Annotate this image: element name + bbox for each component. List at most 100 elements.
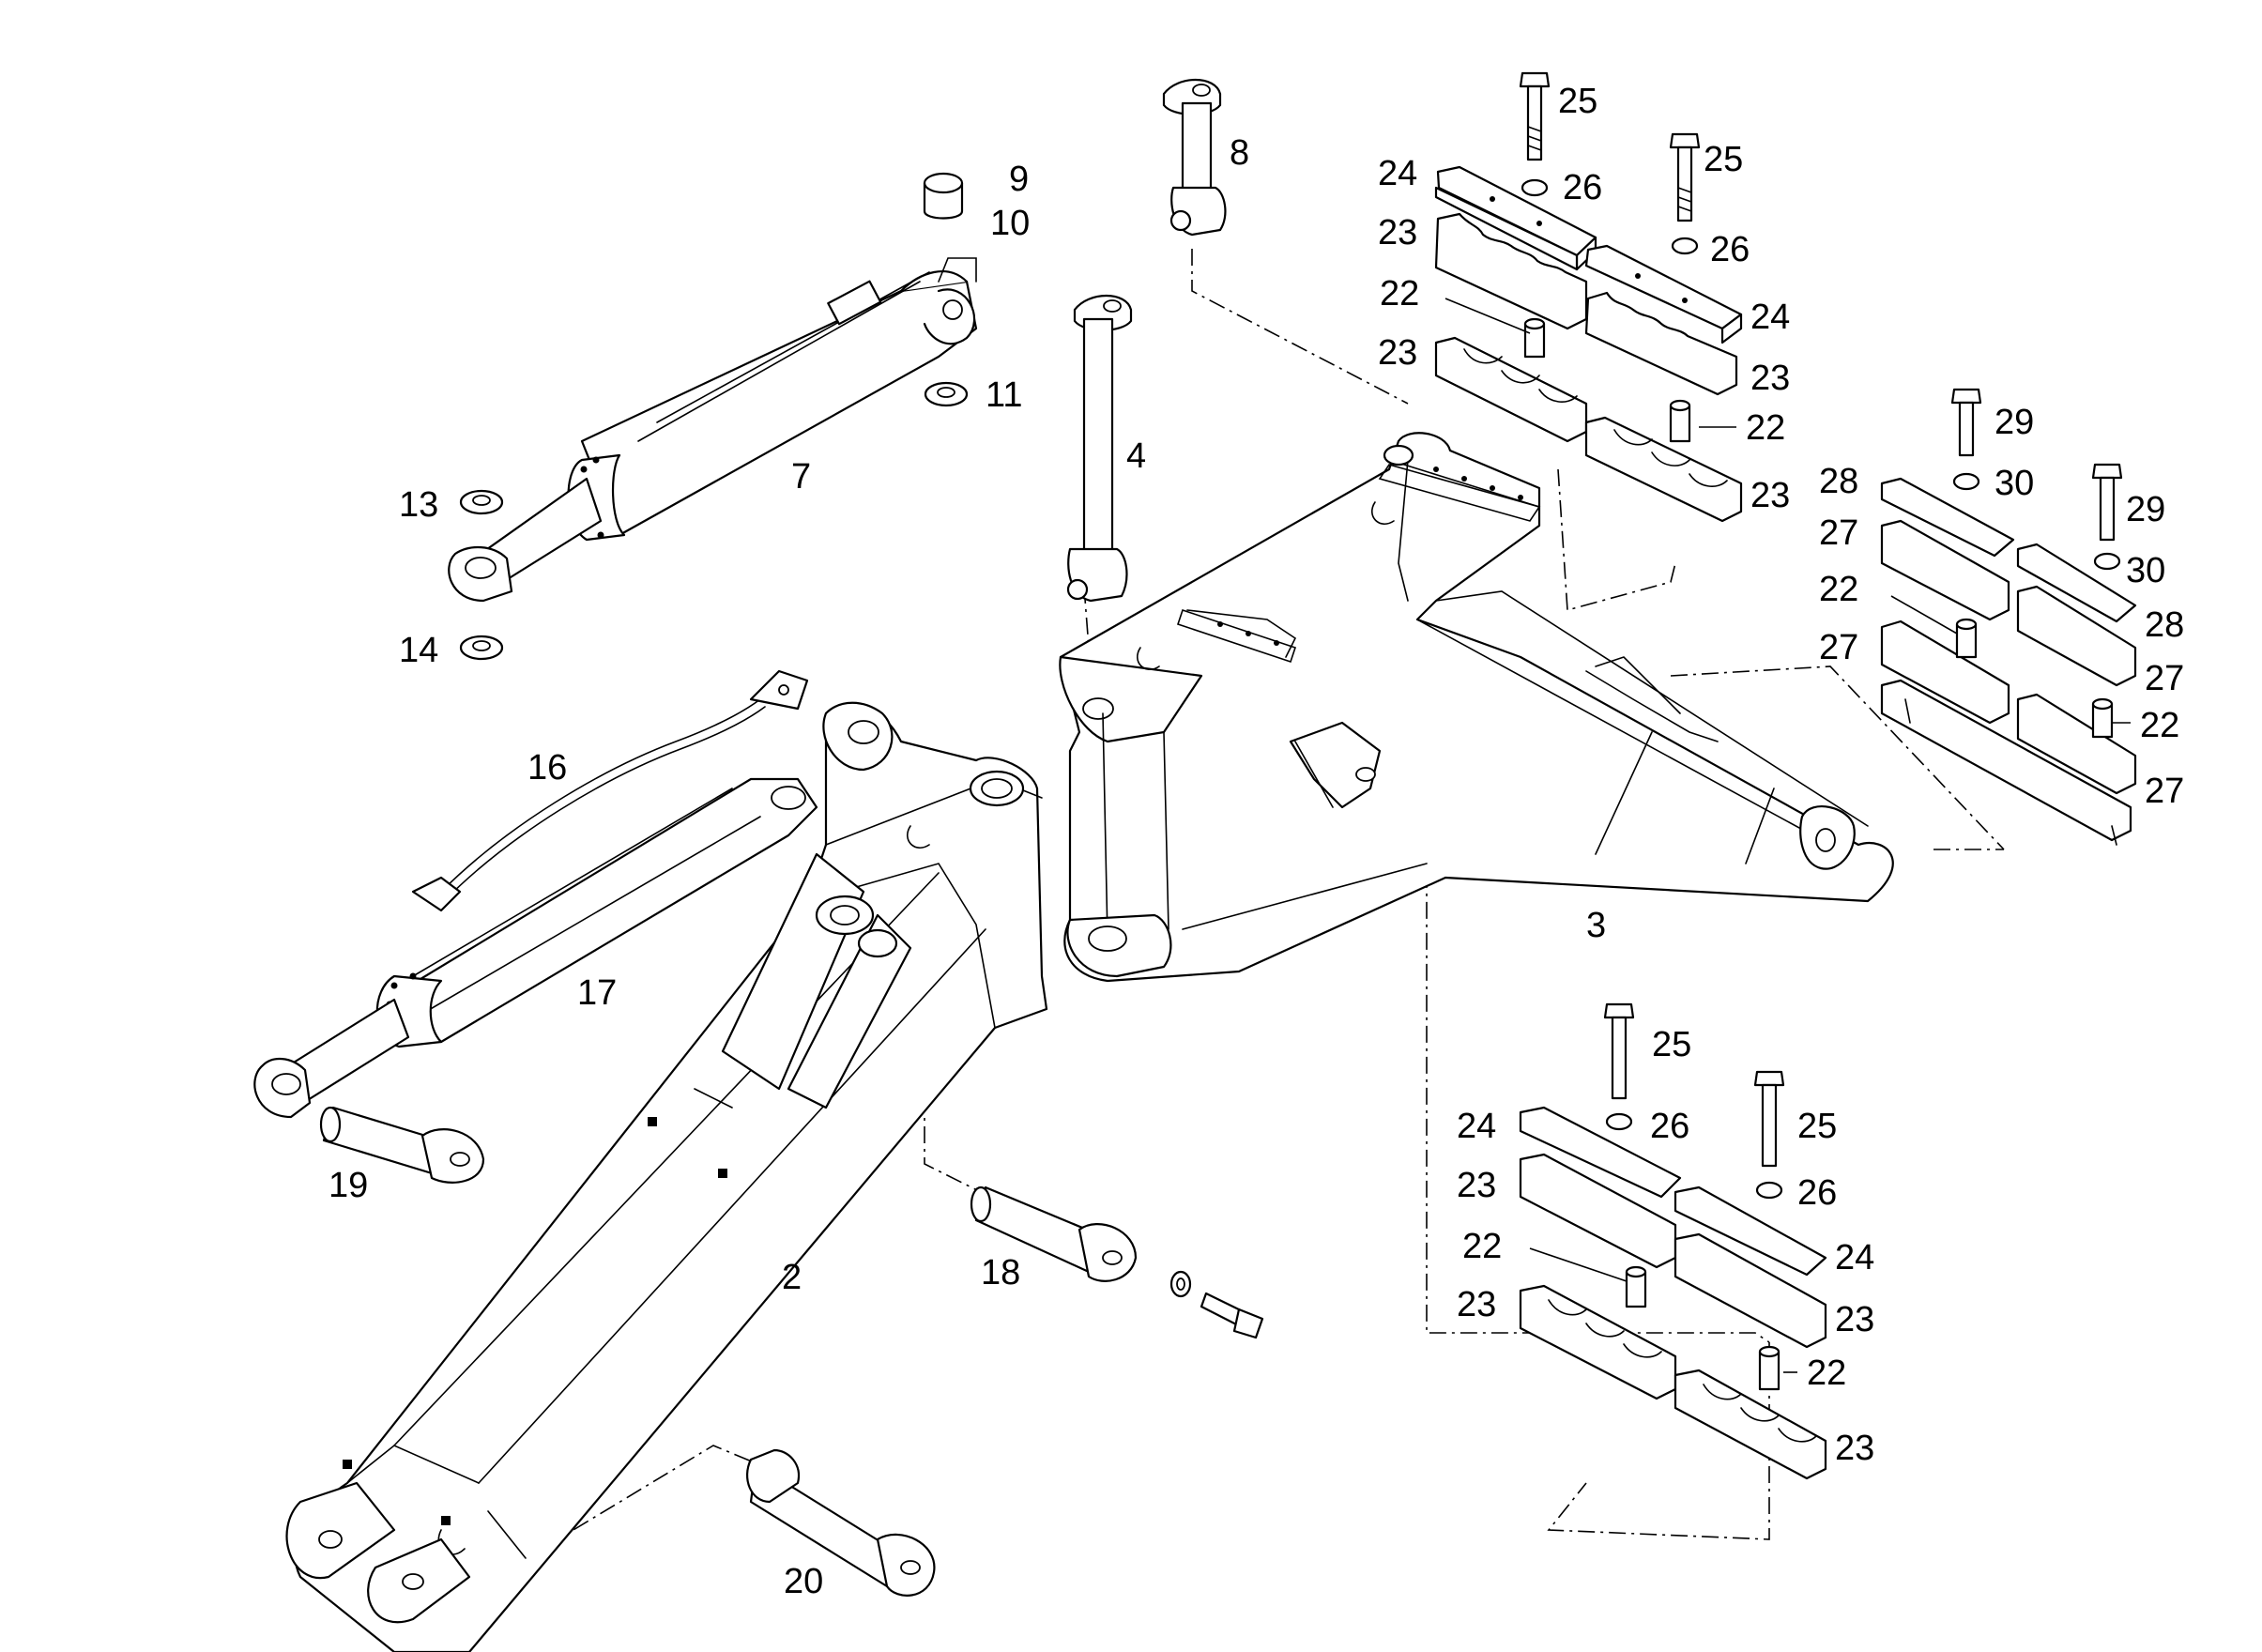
pin-20 bbox=[746, 1448, 936, 1597]
callout-13: 13 bbox=[399, 485, 438, 525]
clamp-23-c bbox=[1434, 336, 1588, 443]
clamp-27-c bbox=[1880, 620, 2010, 725]
pin-18 bbox=[970, 1185, 1264, 1339]
callout-28-a: 28 bbox=[1819, 462, 1858, 501]
bolt-25-b bbox=[1669, 132, 1701, 222]
callout-29-a: 29 bbox=[1995, 403, 2034, 442]
hose-16 bbox=[411, 669, 809, 912]
clamp-23-d bbox=[1584, 416, 1743, 523]
callout-26-c: 26 bbox=[1650, 1107, 1689, 1146]
washer-26-a bbox=[1521, 178, 1549, 197]
callout-9: 9 bbox=[1009, 160, 1029, 199]
callout-23-e: 23 bbox=[1457, 1166, 1496, 1205]
callout-20: 20 bbox=[784, 1562, 823, 1601]
clamp-group-right bbox=[1880, 388, 2137, 846]
washer-26-d bbox=[1755, 1181, 1783, 1200]
callout-7: 7 bbox=[791, 457, 811, 497]
washer-11 bbox=[924, 381, 969, 407]
callout-30-b: 30 bbox=[2126, 551, 2165, 590]
clamp-group-lower bbox=[1519, 1002, 1827, 1480]
clamp-27-d bbox=[2016, 693, 2137, 795]
callout-18: 18 bbox=[981, 1253, 1020, 1293]
callout-23-g: 23 bbox=[1835, 1300, 1874, 1339]
callout-29-b: 29 bbox=[2126, 490, 2165, 529]
callout-22-f: 22 bbox=[1807, 1354, 1846, 1393]
callout-27-d: 27 bbox=[2145, 772, 2184, 811]
callout-23-c: 23 bbox=[1750, 359, 1790, 398]
spacer-22-f bbox=[1758, 1345, 1781, 1391]
callout-4: 4 bbox=[1126, 436, 1146, 476]
callout-24-b: 24 bbox=[1750, 298, 1790, 337]
washer-30-b bbox=[2093, 552, 2121, 571]
callout-27-b: 27 bbox=[1819, 628, 1858, 667]
spacer-22-c bbox=[1955, 618, 1978, 659]
callout-23-h: 23 bbox=[1835, 1429, 1874, 1468]
spacer-22-a bbox=[1523, 317, 1546, 359]
callout-25-c: 25 bbox=[1652, 1025, 1691, 1064]
clamp-23-f bbox=[1674, 1232, 1827, 1349]
washer-14 bbox=[459, 635, 504, 661]
bolt-29-b bbox=[2091, 463, 2123, 542]
plate-24-c bbox=[1519, 1106, 1682, 1199]
callout-17: 17 bbox=[577, 973, 617, 1013]
callout-24-a: 24 bbox=[1378, 154, 1417, 193]
callout-22-a: 22 bbox=[1380, 274, 1419, 314]
callout-26-b: 26 bbox=[1710, 230, 1750, 269]
callout-22-b: 22 bbox=[1746, 408, 1785, 448]
clamp-27-a bbox=[1880, 519, 2010, 621]
cylinder-17 bbox=[253, 777, 818, 1119]
callout-24-d: 24 bbox=[1835, 1238, 1874, 1277]
pin-4 bbox=[1066, 294, 1133, 603]
pin-19 bbox=[319, 1106, 485, 1184]
callout-24-c: 24 bbox=[1457, 1107, 1496, 1146]
callout-11: 11 bbox=[986, 375, 1022, 415]
callout-23-a: 23 bbox=[1378, 213, 1417, 252]
callout-23-f: 23 bbox=[1457, 1285, 1496, 1324]
callout-23-d: 23 bbox=[1750, 476, 1790, 515]
plate-24-d bbox=[1674, 1185, 1827, 1277]
callout-25-b: 25 bbox=[1704, 140, 1743, 179]
callout-25-d: 25 bbox=[1797, 1107, 1837, 1146]
clamp-27-e bbox=[1880, 679, 2132, 842]
clamp-23-g bbox=[1519, 1284, 1677, 1400]
callout-22-c: 22 bbox=[1819, 570, 1858, 609]
callout-10: 10 bbox=[990, 204, 1030, 243]
callout-26-a: 26 bbox=[1563, 168, 1602, 207]
boom-3-top-plates bbox=[1176, 464, 1541, 664]
plate-28-b bbox=[2016, 543, 2137, 623]
callout-8: 8 bbox=[1230, 133, 1249, 173]
callout-27-c: 27 bbox=[2145, 659, 2184, 698]
washer-13 bbox=[459, 489, 504, 515]
arm-2 bbox=[285, 701, 1048, 1652]
leader-lines bbox=[1444, 298, 2131, 1373]
callout-numbers: 9 10 11 7 13 14 16 17 19 2 18 20 8 4 3 2… bbox=[329, 82, 2184, 1601]
pin-8 bbox=[1162, 78, 1227, 237]
callout-27-a: 27 bbox=[1819, 513, 1858, 553]
spacer-22-b bbox=[1669, 399, 1691, 443]
callout-30-a: 30 bbox=[1995, 464, 2034, 503]
callout-25-a: 25 bbox=[1558, 82, 1597, 121]
callout-19: 19 bbox=[329, 1166, 368, 1205]
clamp-group-top bbox=[1434, 71, 1743, 523]
callout-3: 3 bbox=[1586, 906, 1606, 945]
callout-26-d: 26 bbox=[1797, 1173, 1837, 1213]
plate-28-a bbox=[1880, 477, 2015, 558]
washer-30-a bbox=[1952, 472, 1980, 491]
washer-26-b bbox=[1671, 237, 1699, 255]
bolt-25-a bbox=[1519, 71, 1551, 161]
callout-23-b: 23 bbox=[1378, 333, 1417, 373]
callout-28-b: 28 bbox=[2145, 605, 2184, 645]
bolt-29-a bbox=[1950, 388, 1982, 457]
cylinder-7 bbox=[448, 257, 978, 603]
clamp-27-b bbox=[2016, 585, 2137, 687]
bolt-25-d bbox=[1753, 1070, 1785, 1168]
callout-14: 14 bbox=[399, 631, 438, 670]
clamp-23-h bbox=[1674, 1369, 1827, 1480]
callout-22-e: 22 bbox=[1462, 1227, 1502, 1266]
callout-2: 2 bbox=[782, 1258, 802, 1297]
washer-26-c bbox=[1605, 1112, 1633, 1131]
bolt-25-c bbox=[1603, 1002, 1635, 1100]
clamp-23-b bbox=[1584, 291, 1738, 396]
bushing-9 bbox=[923, 172, 964, 220]
